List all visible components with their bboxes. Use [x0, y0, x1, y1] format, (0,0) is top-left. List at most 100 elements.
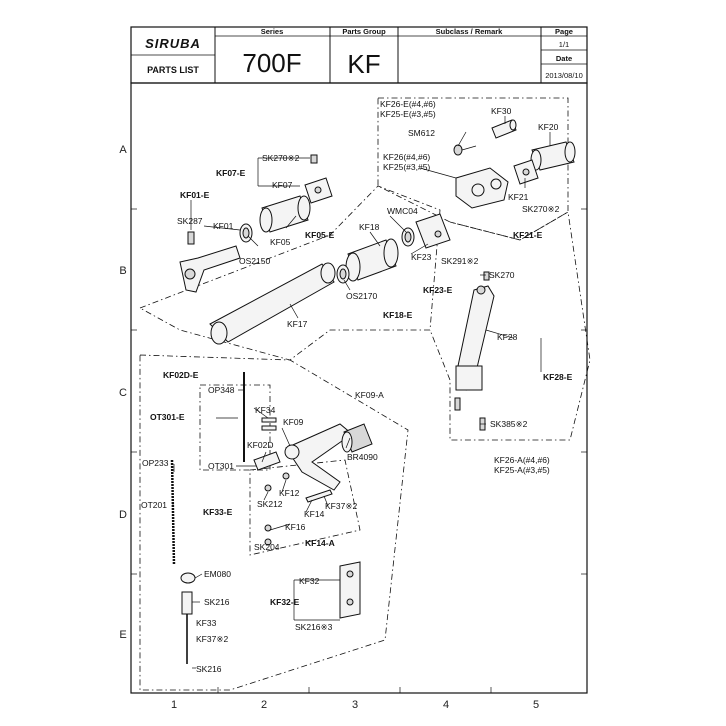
label-kf37x2-b: KF37※2 — [196, 634, 228, 644]
part-kf30-pin — [491, 119, 517, 139]
label-sk270x2-a: SK270※2 — [522, 204, 560, 214]
label-kf21: KF21 — [508, 192, 529, 202]
part-em080-ring — [180, 572, 196, 584]
part-kf20-sleeve — [530, 141, 576, 171]
brand-logo: SIRUBA — [145, 36, 201, 51]
date-label: Date — [556, 54, 572, 63]
date-value: 2013/08/10 — [545, 71, 583, 80]
label-kf01e: KF01-E — [180, 190, 210, 200]
callout-labels: KF26-E(#4,#6) KF25-E(#3,#5) KF30 KF20 SM… — [141, 99, 573, 674]
label-kf28: KF28 — [497, 332, 518, 342]
label-kf26a: KF26-A(#4,#6) — [494, 455, 550, 465]
label-sk216-a: SK216 — [204, 597, 230, 607]
label-kf34: KF34 — [255, 405, 276, 415]
label-kf02de: KF02D-E — [163, 370, 199, 380]
part-kf33-rod — [181, 591, 193, 664]
grid-row-e: E — [119, 629, 126, 641]
label-os2150: OS2150 — [239, 256, 270, 266]
part-kf07-collar — [304, 177, 333, 204]
grid-col-4: 4 — [443, 699, 449, 711]
part-op233-tube — [170, 459, 176, 566]
label-kf25a: KF25-A(#3,#5) — [494, 465, 550, 475]
group-label: Parts Group — [342, 27, 386, 36]
grid-col-5: 5 — [533, 699, 539, 711]
label-kf25e: KF25-E(#3,#5) — [380, 109, 436, 119]
label-ot201: OT201 — [141, 500, 167, 510]
label-kf14: KF14 — [304, 509, 325, 519]
label-kf17: KF17 — [287, 319, 308, 329]
part-kf17-shaft — [209, 262, 336, 345]
label-em080: EM080 — [204, 569, 231, 579]
title-block: SIRUBA PARTS LIST Series 700F Parts Grou… — [130, 26, 588, 84]
grid-row-a: A — [119, 144, 127, 156]
doc-type: PARTS LIST — [147, 65, 199, 75]
label-kf12: KF12 — [279, 488, 300, 498]
part-kf12-screws — [264, 472, 290, 492]
part-sk287-screw — [187, 231, 195, 245]
label-sk216x3: SK216※3 — [295, 622, 333, 632]
subclass-label: Subclass / Remark — [436, 27, 504, 36]
part-kf34-pin — [261, 417, 277, 431]
label-kf18: KF18 — [359, 222, 380, 232]
part-sk385-screws — [454, 397, 486, 431]
label-sk212: SK212 — [257, 499, 283, 509]
page-value: 1/1 — [559, 40, 569, 49]
grid-row-b: B — [119, 265, 126, 277]
label-kf25: KF25(#3,#5) — [383, 162, 430, 172]
label-kf16: KF16 — [285, 522, 306, 532]
part-kf26-clamp — [455, 167, 509, 209]
label-sk270x2-b: SK270※2 — [262, 153, 300, 163]
label-kf07: KF07 — [272, 180, 293, 190]
drawing-frame — [130, 82, 588, 694]
label-kf01: KF01 — [213, 221, 234, 231]
page-label: Page — [555, 27, 573, 36]
label-kf32: KF32 — [299, 576, 320, 586]
label-kf07e: KF07-E — [216, 168, 246, 178]
label-ot301: OT301 — [208, 461, 234, 471]
label-sk204: SK204 — [254, 542, 280, 552]
label-kf02d: KF02D — [247, 440, 273, 450]
label-wmc04: WMC04 — [387, 206, 418, 216]
leader-lines — [172, 116, 551, 669]
part-kf23-collar — [415, 213, 451, 249]
label-op348: OP348 — [208, 385, 235, 395]
grid-col-2: 2 — [261, 699, 267, 711]
label-sk270: SK270 — [489, 270, 515, 280]
grid-col-1: 1 — [171, 699, 177, 711]
label-kf21e: KF21-E — [513, 230, 543, 240]
label-ot301e: OT301-E — [150, 412, 185, 422]
label-sk385x2: SK385※2 — [490, 419, 528, 429]
part-kf21-collar — [513, 159, 539, 185]
part-wmc04-washer — [401, 227, 415, 247]
part-sk270-screw — [310, 154, 318, 164]
label-kf14a: KF14-A — [305, 538, 335, 548]
label-kf20: KF20 — [538, 122, 559, 132]
label-kf05e: KF05-E — [305, 230, 335, 240]
label-kf23: KF23 — [411, 252, 432, 262]
label-sm612: SM612 — [408, 128, 435, 138]
part-kf28-lever — [455, 285, 495, 391]
part-kf05-sleeve — [259, 195, 311, 233]
label-kf05: KF05 — [270, 237, 291, 247]
label-kf26e: KF26-E(#4,#6) — [380, 99, 436, 109]
label-op233: OP233 — [142, 458, 169, 468]
part-kf02d-pin — [253, 451, 281, 471]
label-kf32e: KF32-E — [270, 597, 300, 607]
label-kf23e: KF23-E — [423, 285, 453, 295]
series-label: Series — [261, 27, 284, 36]
label-sk291x2: SK291※2 — [441, 256, 479, 266]
part-kf16-screws — [264, 524, 272, 546]
label-sk216-b: SK216 — [196, 664, 222, 674]
part-kf01-crank — [179, 245, 241, 293]
part-br4090-bearing — [341, 423, 373, 453]
label-kf18e: KF18-E — [383, 310, 413, 320]
part-sm612-screw — [453, 144, 477, 156]
label-os2170: OS2170 — [346, 291, 377, 301]
grid-row-d: D — [119, 509, 127, 521]
label-kf28e: KF28-E — [543, 372, 573, 382]
part-kf14-pins — [305, 489, 333, 503]
part-kf32-bracket — [339, 561, 361, 619]
label-kf30: KF30 — [491, 106, 512, 116]
label-br4090: BR4090 — [347, 452, 378, 462]
